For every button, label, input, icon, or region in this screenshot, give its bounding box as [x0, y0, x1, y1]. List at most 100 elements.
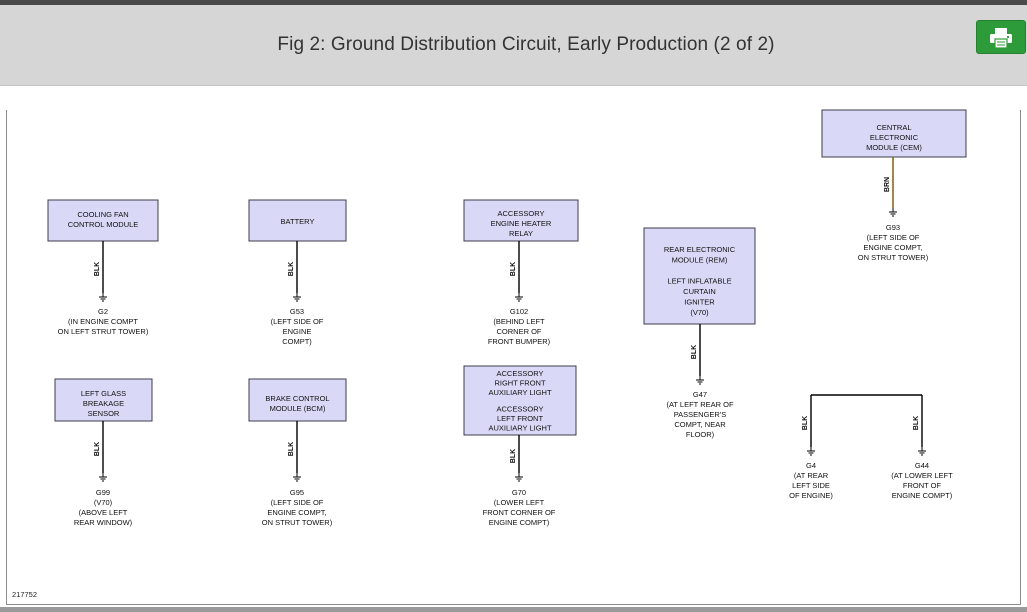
ground-label: PASSENGER'S	[674, 410, 727, 419]
ground-label: G93	[886, 223, 900, 232]
module-label: RIGHT FRONT	[494, 379, 546, 388]
wire-color-label: BLK	[288, 262, 295, 276]
ground-label: (BEHIND LEFT	[493, 317, 545, 326]
bottom-scroll-track	[0, 607, 1027, 612]
ground-label: COMPT, NEAR	[674, 420, 726, 429]
module-label: IGNITER	[684, 298, 715, 307]
module-label: AUXILIARY LIGHT	[488, 388, 551, 397]
figure-number: 217752	[12, 590, 37, 599]
ground-label: G44	[915, 461, 929, 470]
module-box	[463, 199, 579, 242]
ground-label: ON STRUT TOWER)	[262, 518, 333, 527]
top-edge-bar	[0, 0, 1027, 5]
module-label: ELECTRONIC	[870, 133, 919, 142]
ground-label: ON LEFT STRUT TOWER)	[58, 327, 149, 336]
wire-color-label: BLK	[94, 262, 101, 276]
module-label: COOLING FAN	[77, 210, 128, 219]
module-label: MODULE (CEM)	[866, 143, 922, 152]
ground-label: FRONT CORNER OF	[483, 508, 556, 517]
ground-icon	[889, 208, 897, 217]
wire-segments	[102, 157, 923, 473]
wire-color-label: BLK	[913, 416, 920, 430]
ground-label: (AT LOWER LEFT	[891, 471, 953, 480]
ground-label: (AT LEFT REAR OF	[666, 400, 734, 409]
ground-label: ENGINE COMPT)	[892, 491, 953, 500]
module-label: BATTERY	[281, 217, 315, 226]
ground-label: ENGINE	[283, 327, 312, 336]
module-label: CENTRAL	[876, 123, 911, 132]
module-label: CURTAIN	[683, 287, 716, 296]
module-label: REAR ELECTRONIC	[664, 245, 736, 254]
module-label: AUXILIARY LIGHT	[488, 424, 551, 433]
ground-label: G53	[290, 307, 304, 316]
module-label: LEFT FRONT	[497, 414, 544, 423]
module-label: RELAY	[509, 229, 533, 238]
module-boxes	[47, 109, 967, 436]
ground-label: G4	[806, 461, 816, 470]
ground-icon	[807, 447, 815, 456]
module-label: ACCESSORY	[497, 405, 544, 414]
module-label: ENGINE HEATER	[491, 219, 552, 228]
ground-icon	[515, 293, 523, 302]
ground-label: (IN ENGINE COMPT	[68, 317, 138, 326]
ground-label: G99	[96, 488, 110, 497]
module-label: (V70)	[690, 308, 709, 317]
print-button[interactable]	[976, 20, 1026, 54]
ground-label: G95	[290, 488, 304, 497]
module-label: ACCESSORY	[498, 209, 545, 218]
module-box	[248, 199, 347, 242]
ground-label: OF ENGINE)	[789, 491, 833, 500]
printer-icon	[990, 28, 1012, 49]
ground-label: REAR WINDOW)	[74, 518, 133, 527]
wire-color-label: BLK	[691, 345, 698, 359]
ground-icon	[293, 293, 301, 302]
figure-header: Fig 2: Ground Distribution Circuit, Earl…	[0, 5, 1027, 86]
module-label: CONTROL MODULE	[68, 220, 139, 229]
diagram-frame	[6, 110, 1021, 605]
module-box	[248, 378, 347, 422]
ground-label: ENGINE COMPT)	[489, 518, 550, 527]
ground-label: ENGINE COMPT,	[863, 243, 922, 252]
ground-icon	[99, 293, 107, 302]
module-box	[643, 227, 756, 325]
wire-color-label: BLK	[94, 442, 101, 456]
module-label: LEFT GLASS	[81, 389, 126, 398]
module-label: MODULE (BCM)	[270, 404, 326, 413]
ground-icon	[99, 473, 107, 482]
wire-color-label: BRN	[884, 177, 891, 192]
figure-title: Fig 2: Ground Distribution Circuit, Earl…	[277, 34, 775, 55]
ground-label: (AT REAR	[794, 471, 829, 480]
module-label: SENSOR	[88, 409, 120, 418]
ground-label: ENGINE COMPT,	[267, 508, 326, 517]
ground-label: FRONT OF	[903, 481, 942, 490]
ground-label: FLOOR)	[686, 430, 715, 439]
module-label: BREAKAGE	[83, 399, 124, 408]
ground-label: CORNER OF	[497, 327, 542, 336]
module-box	[54, 378, 153, 422]
wire-color-label: BLK	[802, 416, 809, 430]
wire-color-label: BLK	[510, 262, 517, 276]
module-label: BRAKE CONTROL	[265, 394, 329, 403]
ground-label: LEFT SIDE	[792, 481, 830, 490]
ground-label: G102	[510, 307, 528, 316]
module-label: MODULE (REM)	[672, 256, 728, 265]
ground-icon	[515, 473, 523, 482]
ground-label: (LEFT SIDE OF	[271, 498, 324, 507]
module-box	[463, 365, 577, 436]
ground-label: ON STRUT TOWER)	[858, 253, 929, 262]
ground-label: G70	[512, 488, 526, 497]
ground-label: (ABOVE LEFT	[79, 508, 128, 517]
module-box	[821, 109, 967, 158]
ground-label: (LEFT SIDE OF	[271, 317, 324, 326]
ground-symbols	[99, 208, 926, 482]
wire-color-label: BLK	[510, 449, 517, 463]
ground-label: (LOWER LEFT	[494, 498, 545, 507]
ground-label: G47	[693, 390, 707, 399]
ground-label: FRONT BUMPER)	[488, 337, 551, 346]
ground-label: (LEFT SIDE OF	[867, 233, 920, 242]
ground-icon	[696, 376, 704, 385]
ground-label: (V70)	[94, 498, 113, 507]
wire-color-label: BLK	[288, 442, 295, 456]
